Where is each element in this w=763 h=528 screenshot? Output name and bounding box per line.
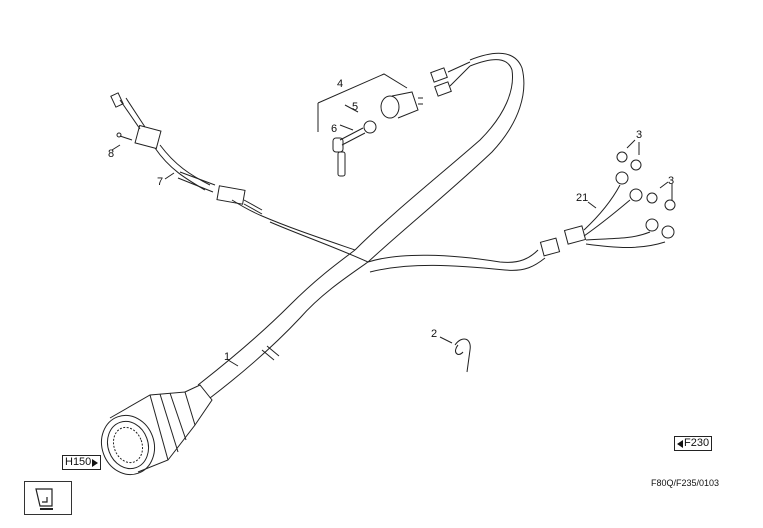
main-cable (197, 52, 546, 399)
arrow-right-icon (92, 458, 99, 467)
callout-1: 1 (224, 351, 231, 363)
ref-link-h150[interactable]: H150 (62, 455, 102, 470)
callout-3-upper: 3 (636, 129, 643, 141)
callout-5: 5 (352, 101, 359, 113)
leader-lines (111, 104, 359, 367)
cable-clip (439, 336, 471, 373)
seat-operator-icon (24, 481, 72, 515)
ref-link-f230[interactable]: F230 (674, 436, 713, 451)
left-switch-harness (110, 92, 263, 215)
ref-f230-label: F230 (684, 437, 710, 449)
callout-21: 21 (576, 192, 589, 204)
ignition-switch-group (317, 61, 471, 177)
callout-3-lower: 3 (668, 175, 675, 187)
ref-h150-label: H150 (65, 456, 92, 468)
drawing-code: F80Q/F235/0103 (651, 478, 720, 488)
callout-4: 4 (337, 78, 344, 90)
callout-7: 7 (157, 176, 164, 188)
callout-6: 6 (331, 123, 338, 135)
callout-2: 2 (431, 328, 438, 340)
arrow-left-icon (677, 439, 683, 448)
round-connector (101, 384, 213, 476)
callout-8: 8 (108, 148, 115, 160)
bulb-harness (539, 139, 676, 257)
